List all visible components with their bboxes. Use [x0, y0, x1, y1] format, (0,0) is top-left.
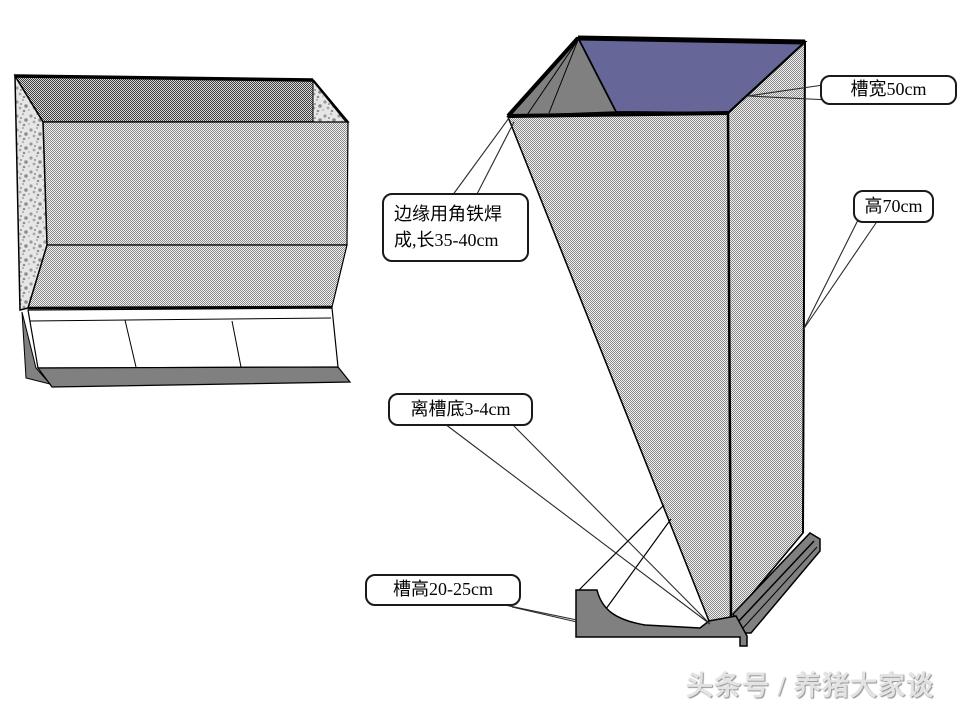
hopper-right-edge — [802, 41, 806, 534]
trough-right-rim — [312, 79, 349, 123]
funnel-bottom-edge-line-1 — [577, 504, 665, 592]
watermark-text: 头条号 / 养猪大家谈 — [686, 671, 935, 701]
leader-edge-1 — [451, 117, 510, 197]
leader-gap-2 — [511, 423, 711, 625]
shelf-divider-1 — [124, 319, 137, 368]
leader-trough-height-2 — [511, 606, 578, 623]
angle-iron-edge-line-2 — [548, 39, 579, 114]
hopper-top-rim — [577, 35, 806, 45]
trough-base-band — [36, 366, 352, 388]
leader-height-1 — [802, 219, 859, 331]
leader-gap-1 — [444, 423, 711, 625]
callout-gap-bottom: 离槽底3-4cm — [388, 393, 533, 426]
callout-slot-width: 槽宽50cm — [820, 75, 957, 105]
leader-slot-width-2 — [747, 95, 831, 101]
left-trough-drawing — [13, 73, 352, 388]
shelf-inner-edge — [29, 317, 332, 322]
trough-inner-back-wall — [13, 75, 350, 123]
hopper-front-rim — [507, 111, 729, 118]
callout-slot-width-text: 槽宽50cm — [850, 79, 927, 100]
trough-front-face — [42, 121, 349, 246]
callout-trough-height-text: 槽高20-25cm — [393, 579, 493, 600]
angle-iron-edge-line-1 — [526, 39, 579, 116]
trough-base-left-wedge — [21, 311, 52, 385]
trough-feed-shelf — [27, 307, 339, 369]
shelf-divider-2 — [231, 320, 242, 368]
callout-gap-bottom-text: 离槽底3-4cm — [410, 398, 511, 419]
leader-height-2 — [802, 219, 879, 331]
base-rail-ridge-1 — [737, 540, 815, 623]
hopper-topleft-rim — [506, 36, 580, 118]
trough-left-end-panel — [14, 73, 48, 311]
trough-top-rim — [14, 74, 314, 82]
callout-edge-iron-line1: 边缘用角铁焊 — [394, 204, 502, 225]
callout-edge-iron: 边缘用角铁焊 成,长35-40cm — [382, 193, 529, 262]
hopper-right-panel — [727, 40, 806, 622]
callout-trough-height: 槽高20-25cm — [365, 574, 521, 606]
hopper-topright-edge — [727, 41, 806, 114]
callout-height-text: 高70cm — [864, 195, 923, 216]
funnel-bottom-edge-line-2 — [602, 518, 672, 614]
base-rail-ridge-2 — [742, 546, 818, 629]
trough-front-slope — [27, 244, 348, 309]
leader-trough-height-1 — [499, 603, 578, 621]
callout-height: 高70cm — [853, 190, 934, 223]
bottom-trough-profile — [575, 589, 748, 647]
trough-slope-bottom-edge — [27, 305, 333, 310]
leader-slot-width-1 — [747, 83, 831, 97]
hopper-drawing — [506, 35, 821, 647]
callout-edge-iron-line2: 成,长35-40cm — [394, 229, 499, 250]
leader-lines — [444, 83, 879, 625]
hopper-front-corner-seam — [726, 112, 733, 620]
leader-edge-2 — [475, 121, 515, 197]
